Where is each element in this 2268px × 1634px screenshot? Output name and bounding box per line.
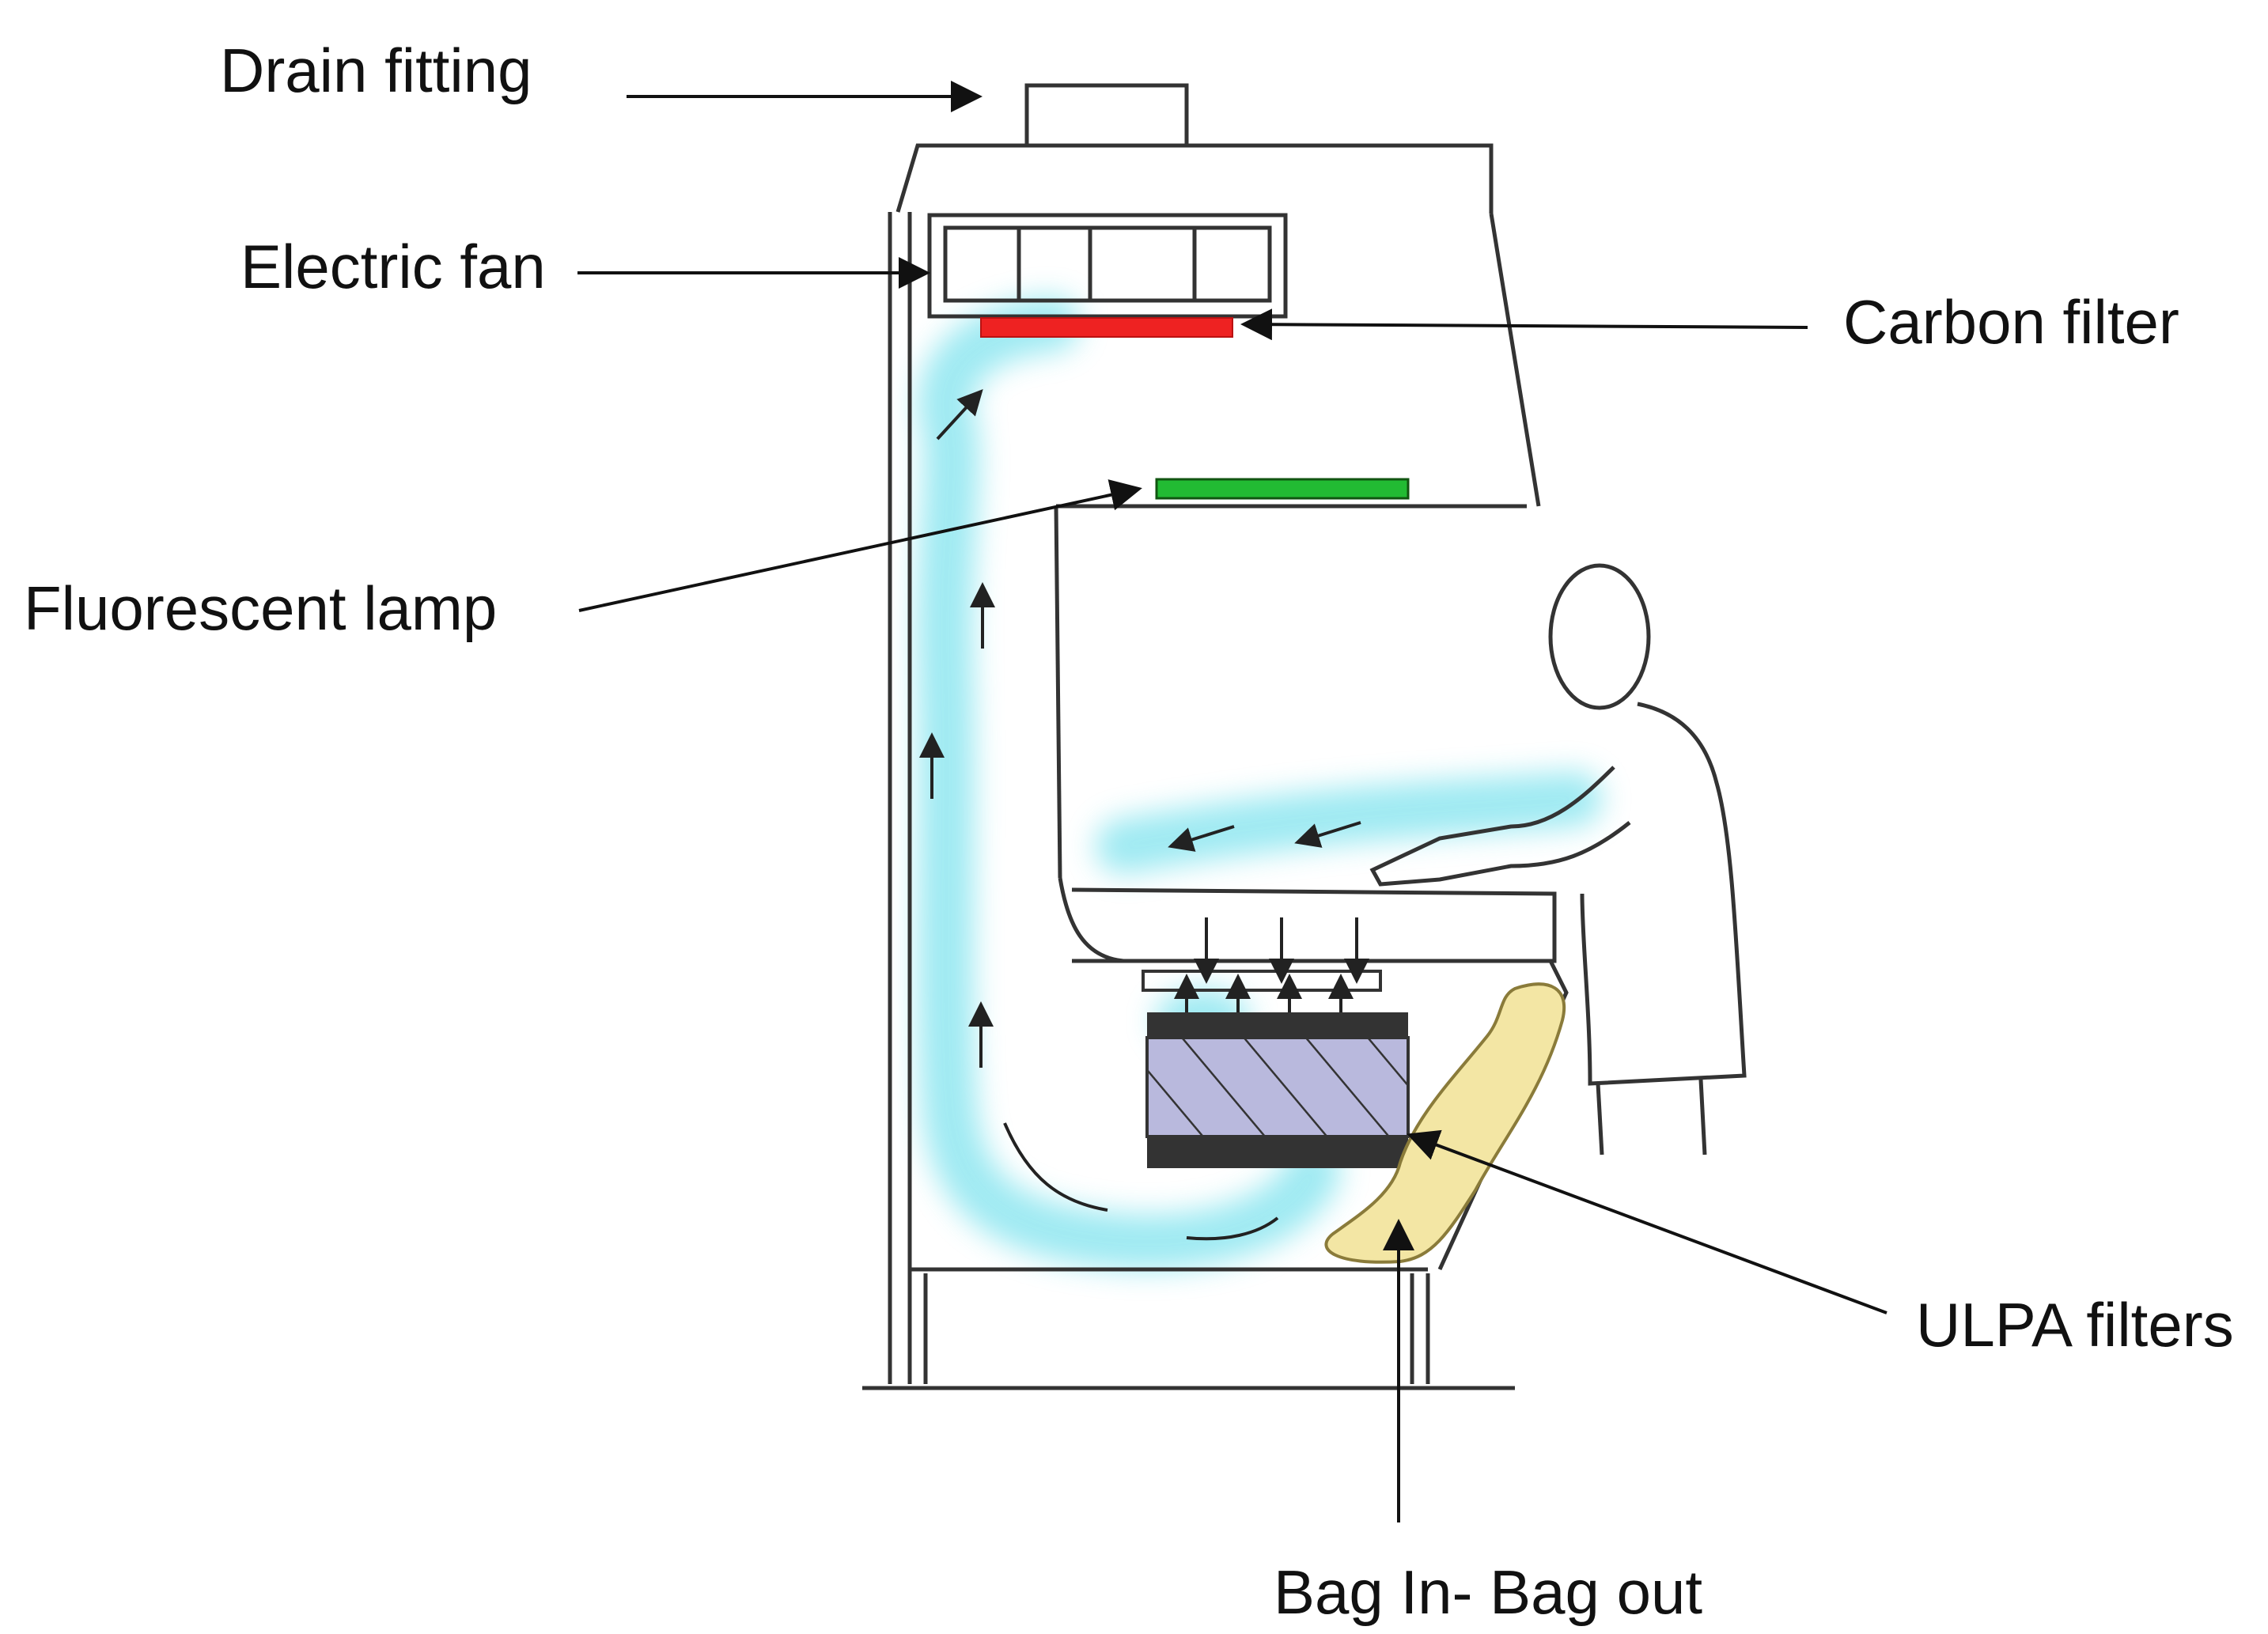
carbon-filter [980, 317, 1233, 338]
label-bag-in-bag-out: Bag In- Bag out [1274, 1557, 1703, 1627]
callout-fluorescent-lamp [578, 479, 1142, 612]
callout-carbon-filter [1240, 308, 1808, 341]
operator-figure [1369, 563, 1747, 1156]
flow-arrow-1 [936, 389, 983, 441]
callout-ulpa-filters [1407, 1129, 1887, 1314]
label-fluorescent-lamp: Fluorescent lamp [24, 573, 498, 643]
operator-arm [1369, 766, 1631, 887]
flow-arrow-6 [1294, 821, 1361, 848]
ulpa-filter-unit [1142, 970, 1410, 1168]
ulpa-top-frame [1147, 1012, 1408, 1038]
ulpa-bottom-frame [1147, 1137, 1408, 1168]
operator-head [1548, 563, 1651, 710]
flow-arrows [919, 389, 1369, 1241]
cabinet-front-slope [1489, 213, 1541, 507]
ulpa-filter-media [1145, 1036, 1410, 1138]
operator-leg-left [1596, 1083, 1604, 1156]
flow-curve-bottom [1003, 1122, 1108, 1212]
drain-fitting [1024, 83, 1189, 148]
fluorescent-lamp [1155, 478, 1410, 500]
label-ulpa-filters: ULPA filters [1916, 1290, 2234, 1360]
electric-fan [927, 213, 1288, 319]
bag-in-bag-out-bag [1324, 982, 1566, 1264]
operator-leg-right [1698, 1079, 1707, 1156]
cabinet [862, 83, 1569, 1390]
fan-core [943, 225, 1272, 303]
label-drain-fitting: Drain fitting [220, 36, 532, 105]
ulpa-top-plate [1142, 970, 1382, 992]
sash-left [1054, 505, 1062, 879]
callout-lines [577, 81, 1887, 1522]
flow-arrow-5 [1168, 825, 1235, 852]
work-surface-curve [1058, 877, 1124, 963]
cabinet-top [895, 143, 1494, 214]
label-carbon-filter: Carbon filter [1843, 287, 2179, 357]
label-electric-fan: Electric fan [240, 232, 546, 301]
work-surface [1071, 887, 1557, 963]
operator-body [1580, 702, 1747, 1086]
flow-curve-base [1186, 1216, 1279, 1241]
